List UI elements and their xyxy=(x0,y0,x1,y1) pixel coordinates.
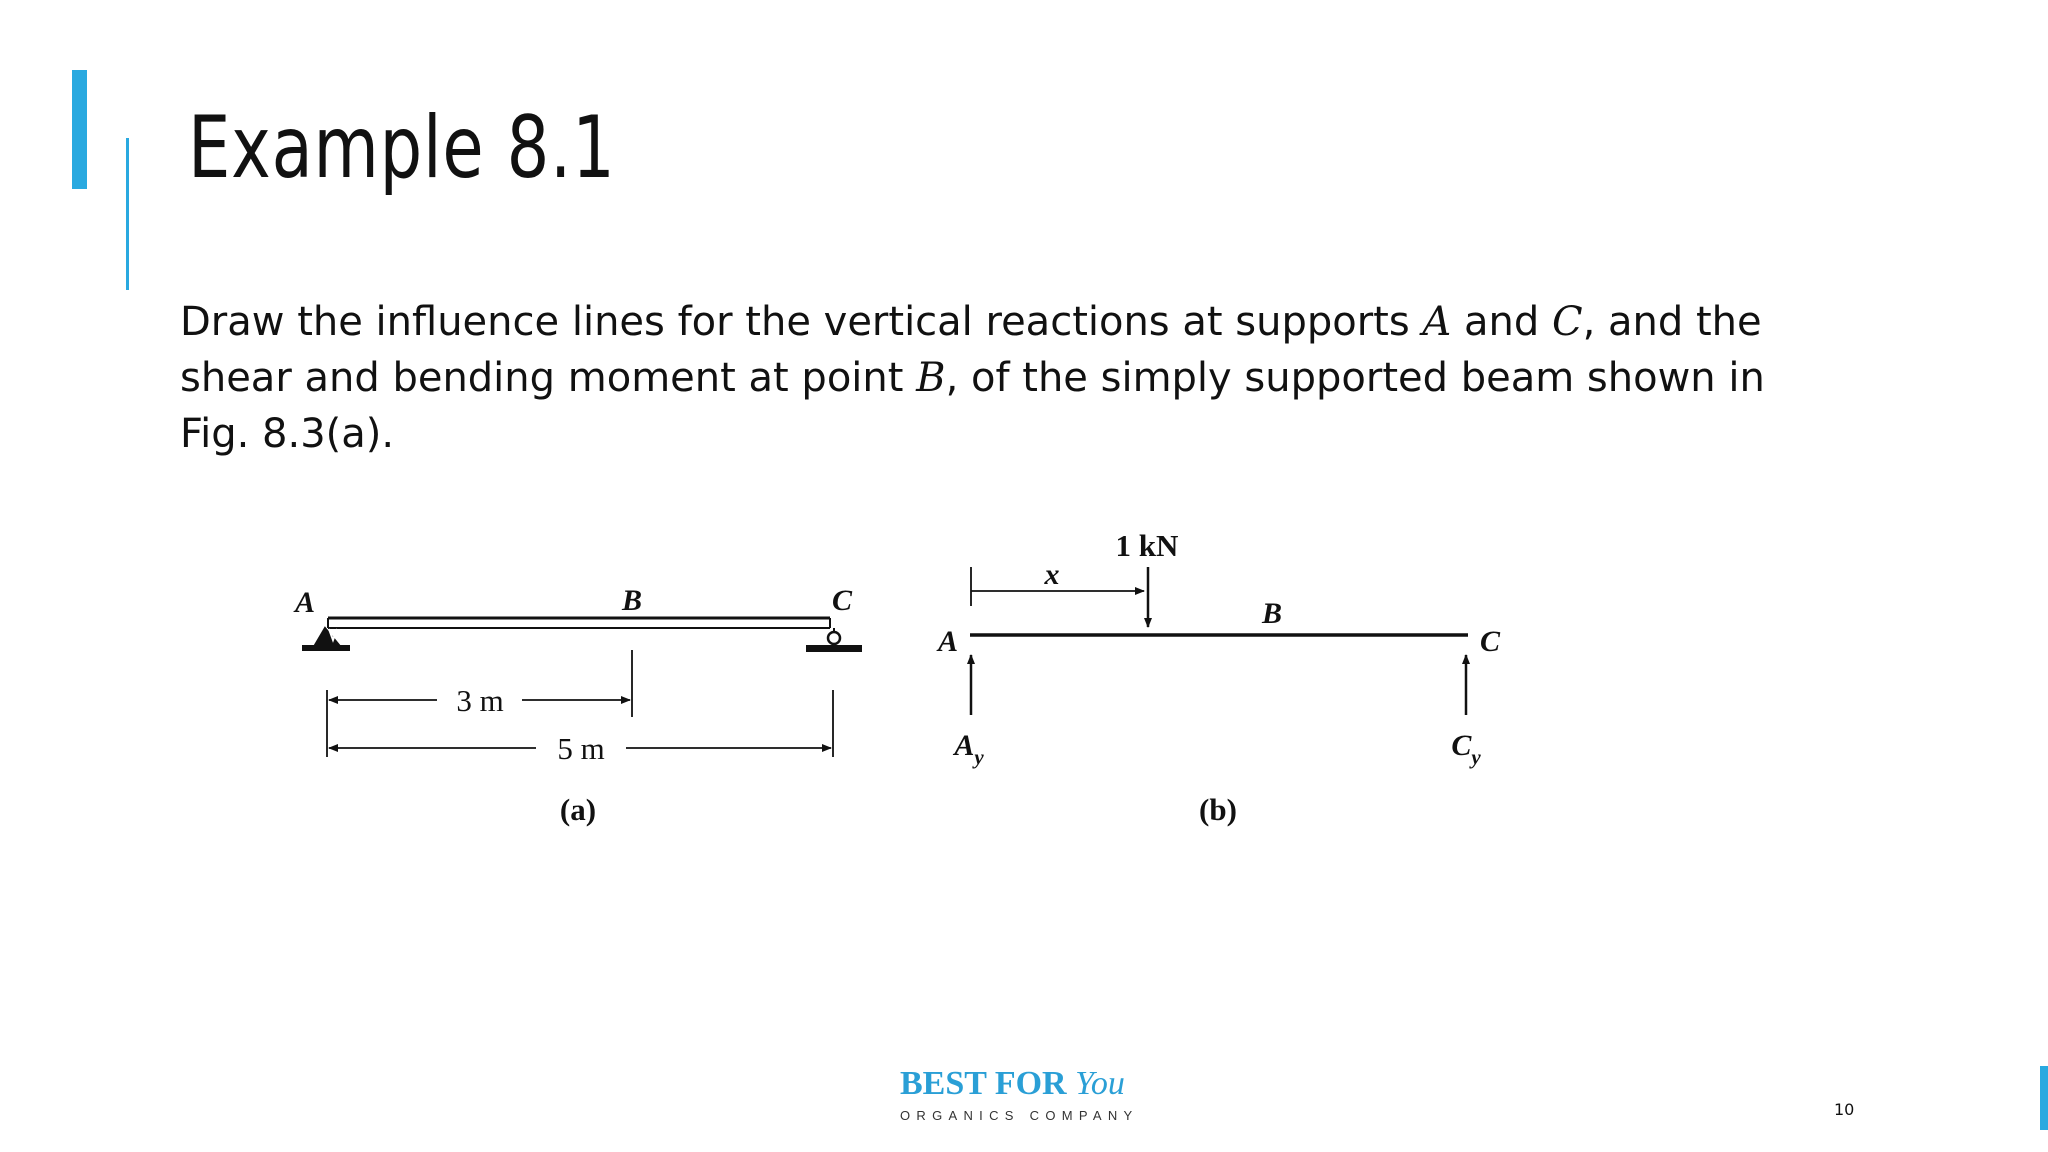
fig-a-label-b: B xyxy=(621,584,642,617)
accent-bar-right xyxy=(2040,1066,2048,1130)
logo-main-text: BEST FOR xyxy=(900,1065,1067,1102)
body-text-2: and xyxy=(1451,299,1552,345)
reaction-a-label: Ay xyxy=(952,729,984,769)
reaction-c-main: C xyxy=(1451,729,1472,762)
accent-line-left xyxy=(126,138,129,290)
accent-bar-left xyxy=(72,70,87,189)
figure-b: x 1 kN A B C Ay Cy (b) xyxy=(936,528,1501,827)
slide-title: Example 8.1 xyxy=(188,98,616,198)
body-text-1: Draw the influence lines for the vertica… xyxy=(180,299,1423,345)
reaction-c-sub: y xyxy=(1468,745,1481,769)
reaction-a-sub: y xyxy=(971,745,984,769)
fig-a-caption: (a) xyxy=(560,792,596,827)
dim-5m-label: 5 m xyxy=(557,731,604,766)
body-text-3: , and the shear and bending moment at po… xyxy=(180,299,1762,401)
slide-body: Draw the influence lines for the vertica… xyxy=(180,294,1820,462)
body-text-4: , of the simply supported beam shown in … xyxy=(180,355,1765,457)
var-b: B xyxy=(916,355,946,401)
logo-tagline: ORGANICS COMPANY xyxy=(900,1108,1139,1123)
pin-support-icon xyxy=(302,626,350,651)
load-label: 1 kN xyxy=(1116,528,1179,563)
company-logo: BEST FOR You ORGANICS COMPANY xyxy=(900,1066,1160,1124)
logo-wordmark: BEST FOR You xyxy=(900,1066,1160,1102)
fig-a-label-a: A xyxy=(293,586,315,619)
fig-b-caption: (b) xyxy=(1199,792,1237,827)
dim-3m-label: 3 m xyxy=(456,683,503,718)
fig-a-label-c: C xyxy=(832,584,853,617)
fig-b-label-a: A xyxy=(936,625,958,658)
var-a: A xyxy=(1422,299,1452,345)
reaction-a-main: A xyxy=(952,729,974,762)
roller-support-icon xyxy=(806,628,862,652)
figure-a: A B C 3 m 5 m (a) xyxy=(293,584,862,827)
x-variable: x xyxy=(1044,558,1060,591)
fig-b-label-b: B xyxy=(1261,597,1282,630)
reaction-c-label: Cy xyxy=(1451,729,1481,769)
logo-accent-text: You xyxy=(1075,1065,1125,1102)
var-c: C xyxy=(1551,299,1583,345)
fig-b-label-c: C xyxy=(1480,625,1501,658)
page-number: 10 xyxy=(1834,1100,1855,1119)
